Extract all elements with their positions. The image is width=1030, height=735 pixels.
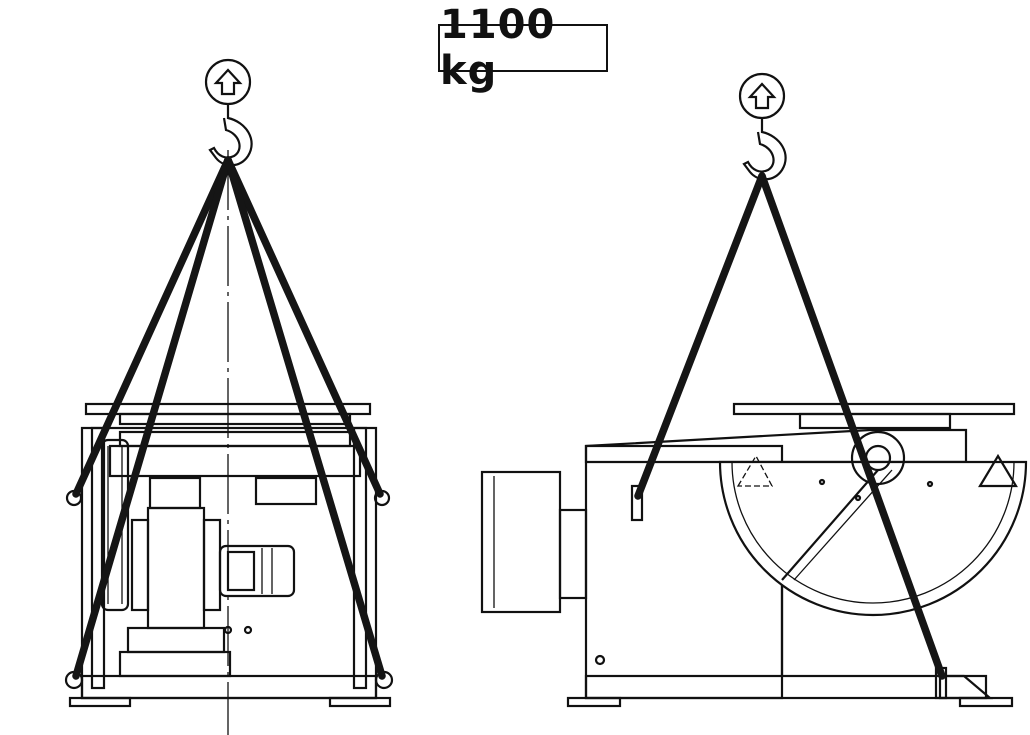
right-lift-arrow-icon bbox=[738, 72, 786, 120]
right-positioner-side-view bbox=[480, 402, 1028, 708]
right-crane-hook-icon bbox=[742, 118, 787, 181]
left-slings bbox=[72, 156, 386, 680]
right-slings bbox=[634, 172, 946, 680]
left-lift-arrow-icon bbox=[204, 58, 252, 106]
left-crane-hook-icon bbox=[208, 104, 253, 167]
left-positioner-front-view bbox=[64, 402, 394, 708]
